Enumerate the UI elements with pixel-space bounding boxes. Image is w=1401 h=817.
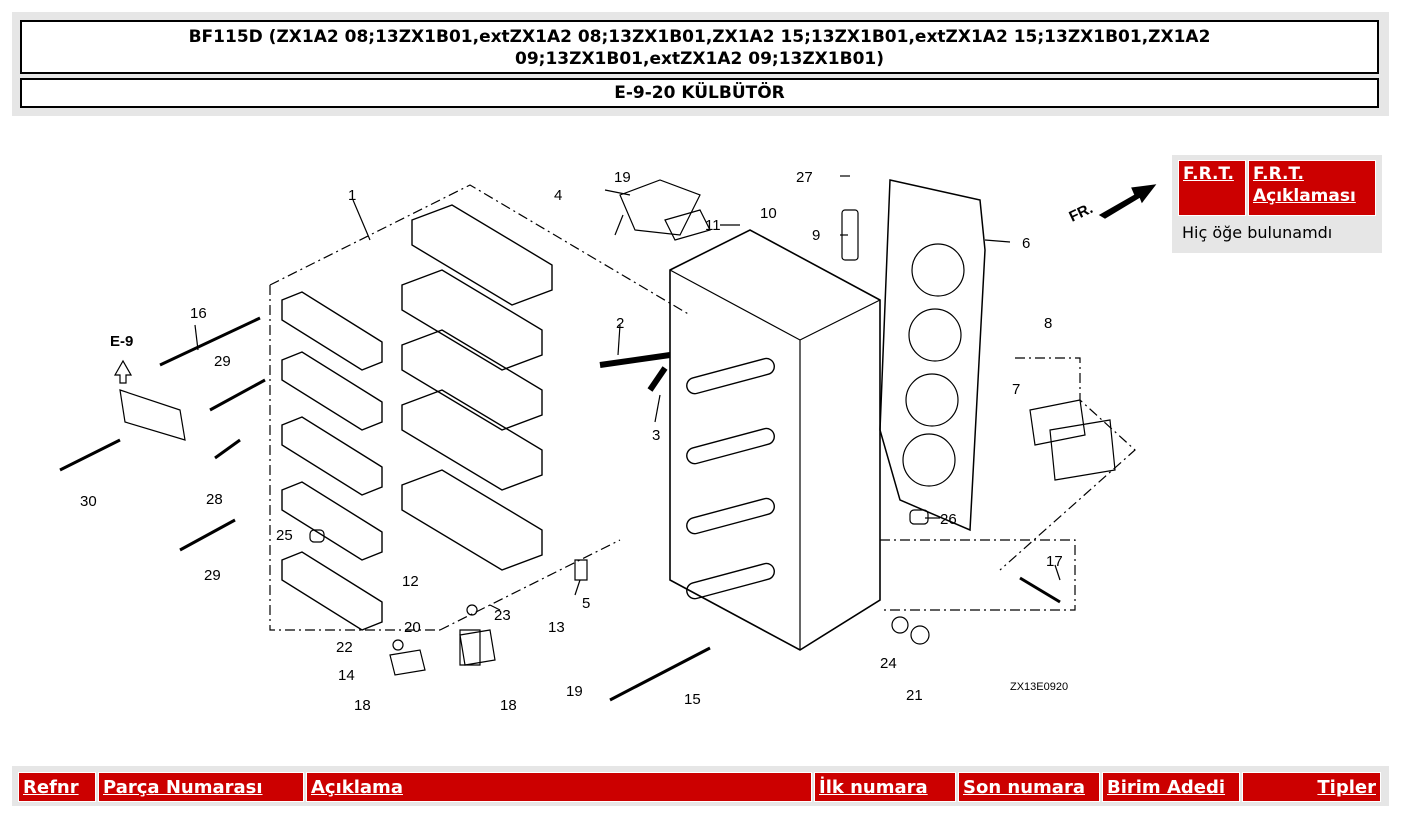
section-title: E-9-20 KÜLBÜTÖR xyxy=(20,78,1379,108)
callout-25[interactable]: 25 xyxy=(276,527,293,544)
column-refnr[interactable]: Refnr xyxy=(18,772,96,802)
frt-column-header[interactable]: F.R.T. xyxy=(1178,160,1246,216)
callout-18b[interactable]: 18 xyxy=(500,697,517,714)
frt-description-line1: F.R.T. xyxy=(1253,164,1304,184)
callout-3[interactable]: 3 xyxy=(652,427,660,444)
frt-panel: F.R.T. F.R.T. Açıklaması Hiç öğe bulunam… xyxy=(1172,155,1382,253)
column-first-number[interactable]: İlk numara xyxy=(814,772,956,802)
callout-17[interactable]: 17 xyxy=(1046,553,1063,570)
header-panel: BF115D (ZX1A2 08;13ZX1B01,extZX1A2 08;13… xyxy=(12,12,1389,116)
column-types[interactable]: Tipler xyxy=(1242,772,1381,802)
reference-e9[interactable]: E-9 xyxy=(110,333,133,350)
frt-description-line2: Açıklaması xyxy=(1253,186,1356,206)
column-unit-quantity[interactable]: Birim Adedi xyxy=(1102,772,1240,802)
callout-24[interactable]: 24 xyxy=(880,655,897,672)
frt-empty-message: Hiç öğe bulunamdı xyxy=(1178,219,1376,247)
callout-14[interactable]: 14 xyxy=(338,667,355,684)
callout-28[interactable]: 28 xyxy=(206,491,223,508)
callout-16[interactable]: 16 xyxy=(190,305,207,322)
front-direction-label: FR. xyxy=(1067,200,1096,226)
callout-1[interactable]: 1 xyxy=(348,187,356,204)
frt-description-column-header[interactable]: F.R.T. Açıklaması xyxy=(1248,160,1376,216)
drawing-code: ZX13E0920 xyxy=(1010,681,1068,693)
callout-21[interactable]: 21 xyxy=(906,687,923,704)
callout-20[interactable]: 20 xyxy=(404,619,421,636)
column-last-number[interactable]: Son numara xyxy=(958,772,1100,802)
callout-18a[interactable]: 18 xyxy=(354,697,371,714)
callout-5[interactable]: 5 xyxy=(582,595,590,612)
callout-22[interactable]: 22 xyxy=(336,639,353,656)
callout-6[interactable]: 6 xyxy=(1022,235,1030,252)
callout-4[interactable]: 4 xyxy=(554,187,562,204)
callout-27[interactable]: 27 xyxy=(796,169,813,186)
column-description[interactable]: Açıklama xyxy=(306,772,812,802)
parts-table-header: Refnr Parça Numarası Açıklama İlk numara… xyxy=(12,766,1389,806)
callout-10[interactable]: 10 xyxy=(760,205,777,222)
callout-12[interactable]: 12 xyxy=(402,573,419,590)
model-title: BF115D (ZX1A2 08;13ZX1B01,extZX1A2 08;13… xyxy=(20,20,1379,74)
callout-11[interactable]: 11 xyxy=(705,217,721,234)
column-part-number[interactable]: Parça Numarası xyxy=(98,772,304,802)
callout-8[interactable]: 8 xyxy=(1044,315,1052,332)
callout-15[interactable]: 15 xyxy=(684,691,701,708)
parts-diagram[interactable]: 1 2 3 4 5 6 7 8 9 10 11 12 13 14 15 16 1… xyxy=(20,140,1170,740)
callout-13[interactable]: 13 xyxy=(548,619,565,636)
callout-26[interactable]: 26 xyxy=(940,511,957,528)
exploded-view-drawing: 1 2 3 4 5 6 7 8 9 10 11 12 13 14 15 16 1… xyxy=(59,169,1157,714)
callout-23[interactable]: 23 xyxy=(494,607,511,624)
callout-29a[interactable]: 29 xyxy=(214,353,231,370)
callout-19b[interactable]: 19 xyxy=(566,683,583,700)
callout-2[interactable]: 2 xyxy=(616,315,624,332)
callout-9[interactable]: 9 xyxy=(812,227,820,244)
model-title-line2: 09;13ZX1B01,extZX1A2 09;13ZX1B01) xyxy=(515,49,884,69)
callout-29b[interactable]: 29 xyxy=(204,567,221,584)
model-title-line1: BF115D (ZX1A2 08;13ZX1B01,extZX1A2 08;13… xyxy=(188,27,1211,47)
callout-19a[interactable]: 19 xyxy=(614,169,631,186)
callout-7[interactable]: 7 xyxy=(1012,381,1020,398)
callout-30[interactable]: 30 xyxy=(80,493,97,510)
